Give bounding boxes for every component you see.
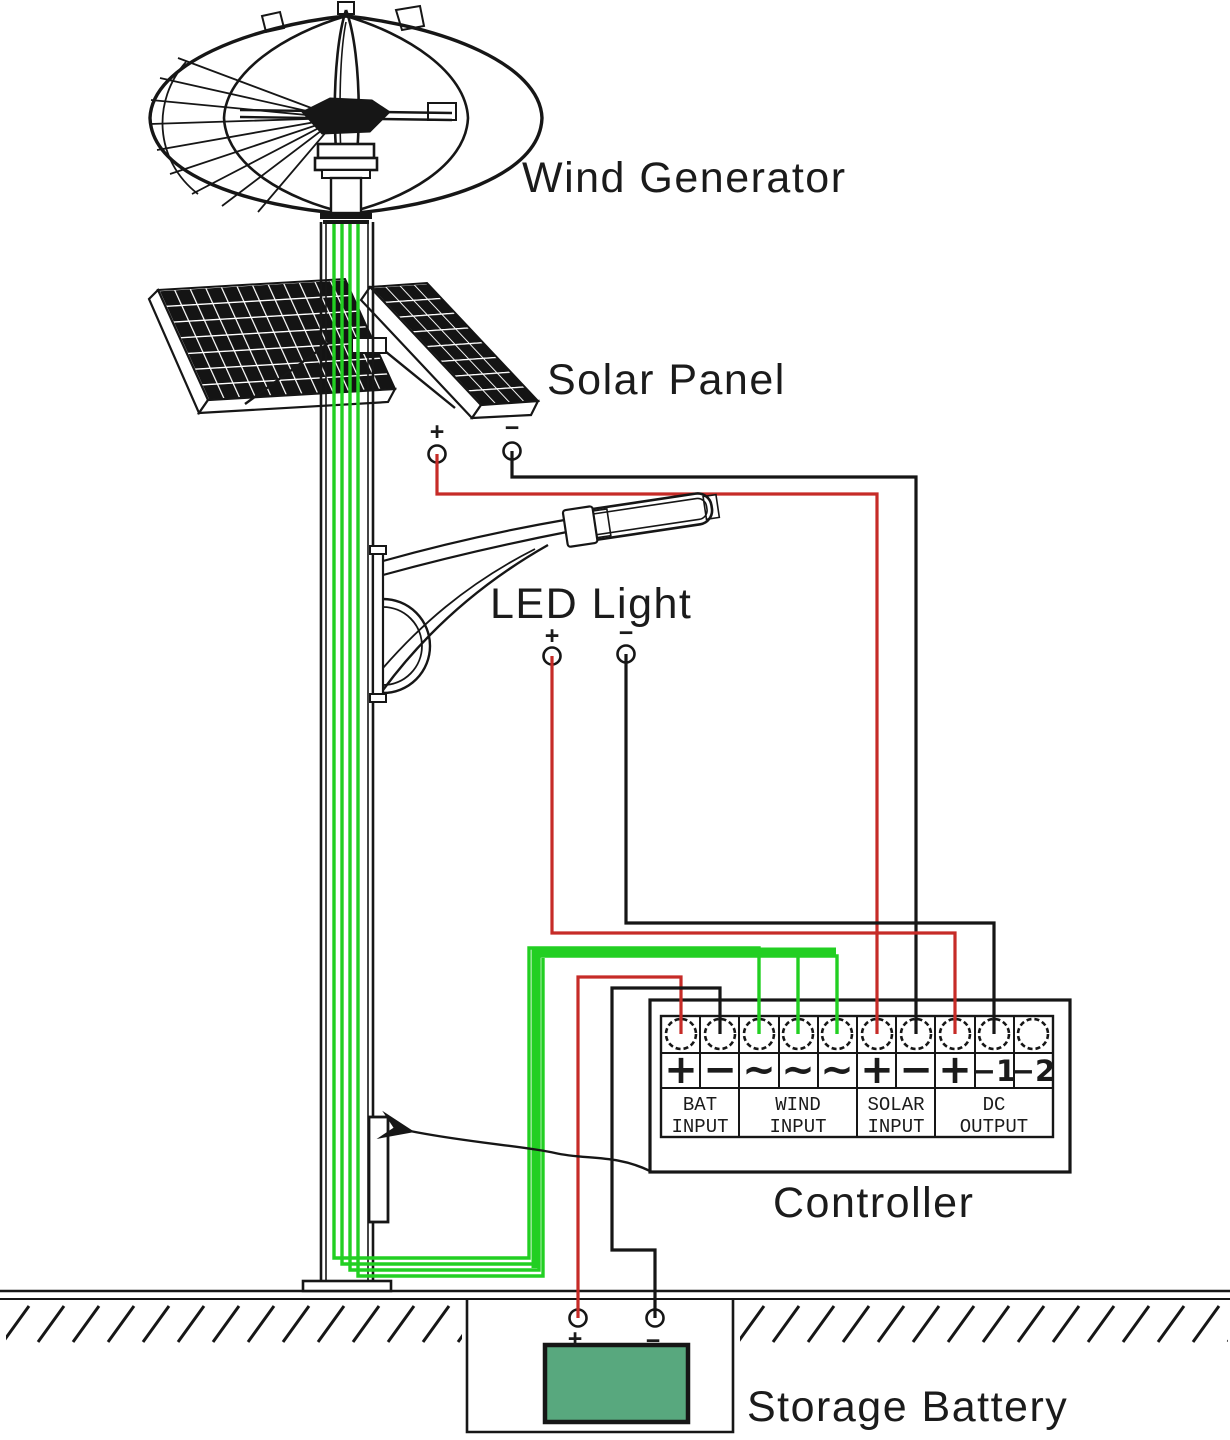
solar-panel-label: Solar Panel [547, 356, 786, 404]
led-lamp-illustration [369, 492, 721, 703]
turbine-spokes [149, 57, 339, 213]
lamp-pole [301, 222, 393, 1293]
wind-wires [332, 224, 839, 1278]
storage-battery-box [542, 1342, 691, 1425]
pole-mounted-controller-unit [367, 1115, 390, 1224]
controller-box: + − ~ ~ ~ + − + −1 −2 BAT INPUT WIND INP… [648, 998, 1072, 1174]
solar-panel-right [351, 281, 541, 420]
terminal-dc-minus2 [1016, 1017, 1050, 1051]
group-label-dc: OUTPUT [960, 1116, 1028, 1138]
pole-base-plate [301, 1279, 393, 1293]
battery-minus-sign: − [646, 1327, 661, 1355]
battery-negative-wire [610, 986, 722, 1318]
terminal-symbol: −1 [972, 1054, 1016, 1088]
terminal-symbol: + [860, 1047, 894, 1093]
battery-pit [465, 1299, 735, 1434]
solar-plus-sign: + [430, 418, 445, 446]
turbine-generator-housing [313, 142, 379, 224]
group-label-wind: WIND [775, 1094, 821, 1116]
led-light-label: LED Light [490, 580, 692, 628]
terminal-column-separators [699, 1016, 1015, 1088]
controller-label: Controller [773, 1179, 974, 1227]
solar-panel-left [147, 277, 397, 416]
led-negative-wire [624, 654, 996, 1034]
ground-hatch-right [740, 1302, 1228, 1344]
battery-positive-wire [576, 975, 683, 1318]
battery-plus-sign: + [568, 1325, 583, 1353]
terminal-symbol: − [703, 1047, 737, 1093]
group-label-solar: SOLAR [867, 1094, 924, 1116]
turbine-hub [239, 1, 457, 135]
wind-turbine-illustration [148, 1, 544, 224]
group-label-wind: INPUT [769, 1116, 826, 1138]
terminal-symbol: −2 [1011, 1054, 1055, 1088]
solar-positive-wire [435, 454, 879, 1034]
terminal-symbol: ~ [820, 1047, 854, 1093]
wind-wire-bundle [531, 947, 836, 1268]
ground [0, 1289, 1230, 1344]
terminal-symbol: ~ [781, 1047, 815, 1093]
ground-hatch-left [6, 1302, 462, 1344]
led-plus-sign: + [545, 622, 560, 650]
group-label-solar: INPUT [867, 1116, 924, 1138]
led-minus-sign: − [619, 619, 634, 647]
solar-minus-sign: − [505, 414, 520, 442]
group-label-bat: BAT [683, 1094, 717, 1116]
led-positive-wire [550, 656, 957, 1034]
lamp-head [561, 492, 721, 548]
group-label-bat: INPUT [671, 1116, 728, 1138]
terminal-symbol: ~ [742, 1047, 776, 1093]
terminal-symbol: − [899, 1047, 933, 1093]
terminal-symbol: + [664, 1047, 698, 1093]
controller-pointer-arrow [376, 1110, 651, 1173]
wind-generator-label: Wind Generator [522, 154, 847, 202]
group-label-dc: DC [983, 1094, 1006, 1116]
terminal-group-separators [738, 1088, 936, 1137]
terminal-symbol: + [938, 1047, 972, 1093]
storage-battery-label: Storage Battery [747, 1383, 1068, 1431]
solar-negative-wire [510, 451, 918, 1034]
